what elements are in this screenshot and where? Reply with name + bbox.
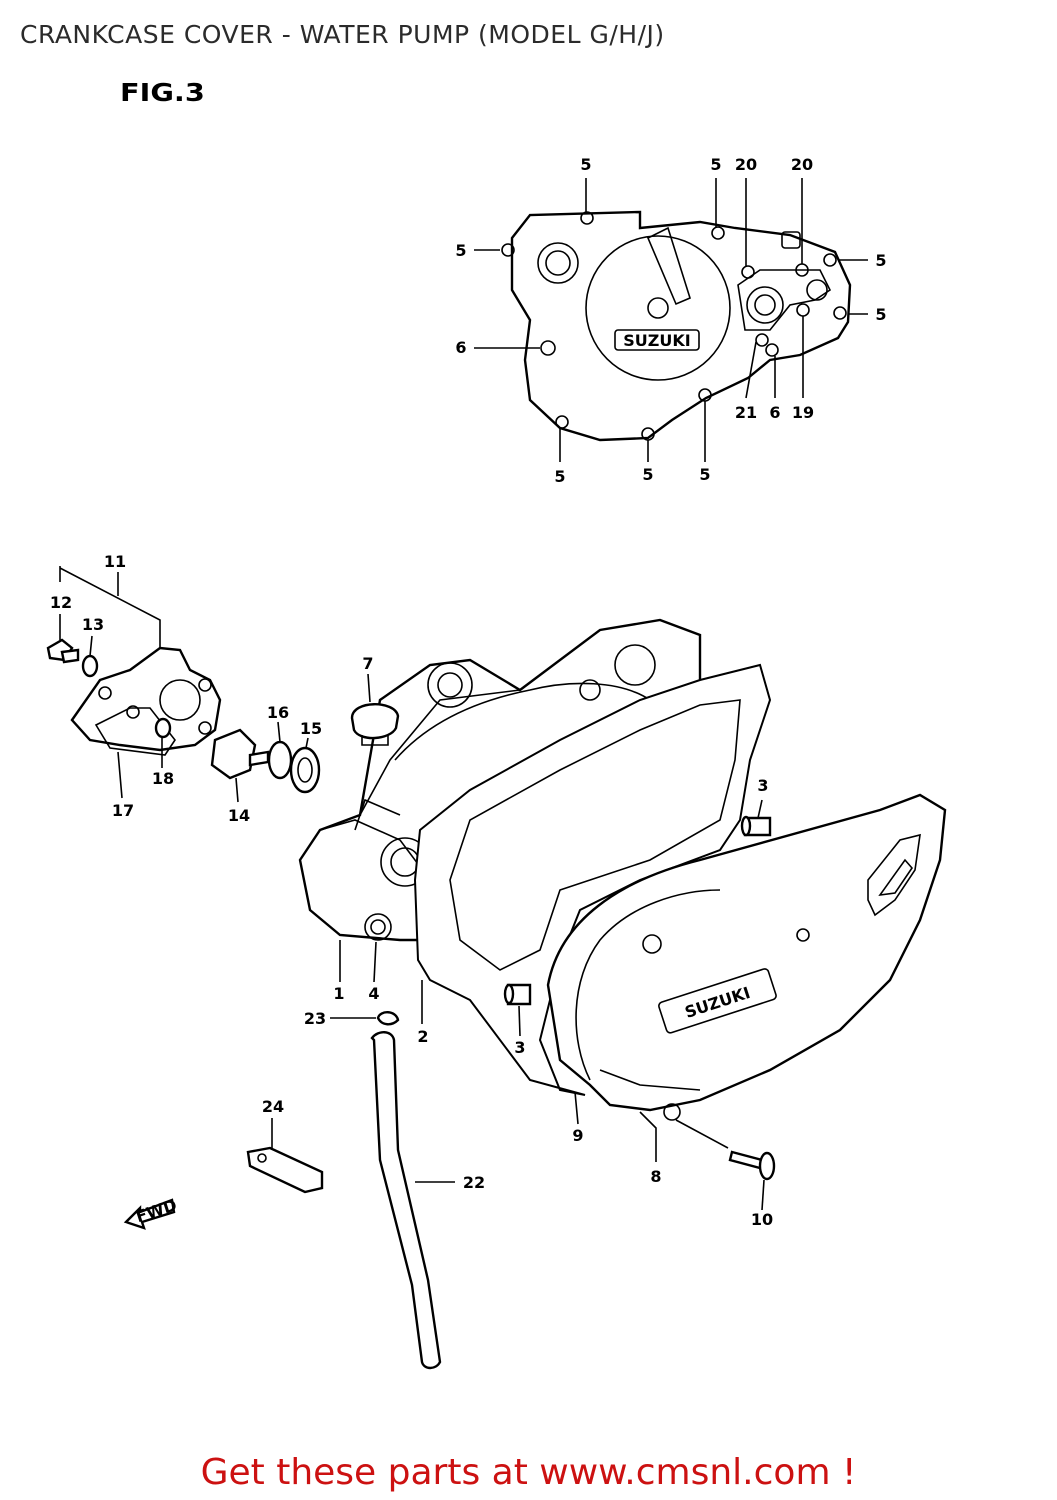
callout-number: 19 [792, 403, 814, 422]
callout-number: 20 [735, 155, 757, 174]
callout-number: 5 [699, 465, 710, 484]
oil-filler-cap [350, 703, 400, 746]
callout-number: 5 [710, 155, 721, 174]
callout-number: 18 [152, 769, 174, 788]
leader-lines [59, 178, 868, 1211]
pump-cover-bolt [46, 638, 80, 664]
callout-number: 8 [650, 1167, 661, 1186]
callout-number: 21 [735, 403, 757, 422]
callout-number: 5 [875, 305, 886, 324]
callout-number: 5 [875, 251, 886, 270]
callout-number: 5 [642, 465, 653, 484]
parts-diagram: SUZUKI [46, 155, 947, 1370]
callout-number: 6 [769, 403, 780, 422]
impeller [210, 728, 270, 780]
forward-arrow-icon [123, 1198, 176, 1230]
figure-label: FIG.3 [120, 78, 205, 107]
callout-number: 13 [82, 615, 104, 634]
mechanical-seal [267, 740, 293, 780]
callout-number: 1 [333, 984, 344, 1003]
callout-number: 2 [417, 1027, 428, 1046]
callout-number: 17 [112, 801, 134, 820]
dowel-pin [740, 815, 772, 837]
suzuki-brand-mark-small: SUZUKI [623, 331, 690, 350]
callout-number: 22 [463, 1173, 485, 1192]
hose-guide [246, 1146, 324, 1194]
callout-number: 5 [580, 155, 591, 174]
clutch-cover [546, 793, 947, 1121]
fwd-label: FWD [133, 1195, 179, 1226]
callout-number: 6 [455, 338, 466, 357]
callout-number: 9 [572, 1126, 583, 1145]
parts-store-link[interactable]: Get these parts at www.cmsnl.com ! [200, 1452, 857, 1493]
callout-number: 14 [228, 806, 250, 825]
callout-number: 7 [362, 654, 373, 673]
crankcase-cover-inset [501, 210, 852, 442]
pump-cover-o-ring [94, 707, 176, 756]
callout-number: 24 [262, 1097, 284, 1116]
callout-number: 10 [751, 1210, 773, 1229]
callout-number: 3 [514, 1038, 525, 1057]
callout-number: 23 [304, 1009, 326, 1028]
breather-hose [370, 1031, 442, 1370]
callout-number: 3 [757, 776, 768, 795]
impeller-pin [154, 717, 172, 739]
oil-seal [289, 746, 321, 794]
cover-screw [728, 1150, 776, 1181]
callout-number: 4 [368, 984, 379, 1003]
hose-clamp [376, 1011, 400, 1026]
callout-number: 20 [791, 155, 813, 174]
water-pump-cover [70, 646, 222, 752]
washer [81, 654, 99, 678]
callout-number: 16 [267, 703, 289, 722]
callout-number: 15 [300, 719, 322, 738]
page-title: CRANKCASE COVER - WATER PUMP (MODEL G/H/… [20, 20, 665, 49]
callout-labels: 5 5 20 20 5 5 5 6 21 6 19 5 5 5 11 12 13… [50, 155, 887, 1229]
callout-number: 11 [104, 552, 126, 571]
callout-number: 5 [554, 467, 565, 486]
dowel-pin [503, 983, 532, 1006]
callout-number: 12 [50, 593, 72, 612]
callout-number: 5 [455, 241, 466, 260]
